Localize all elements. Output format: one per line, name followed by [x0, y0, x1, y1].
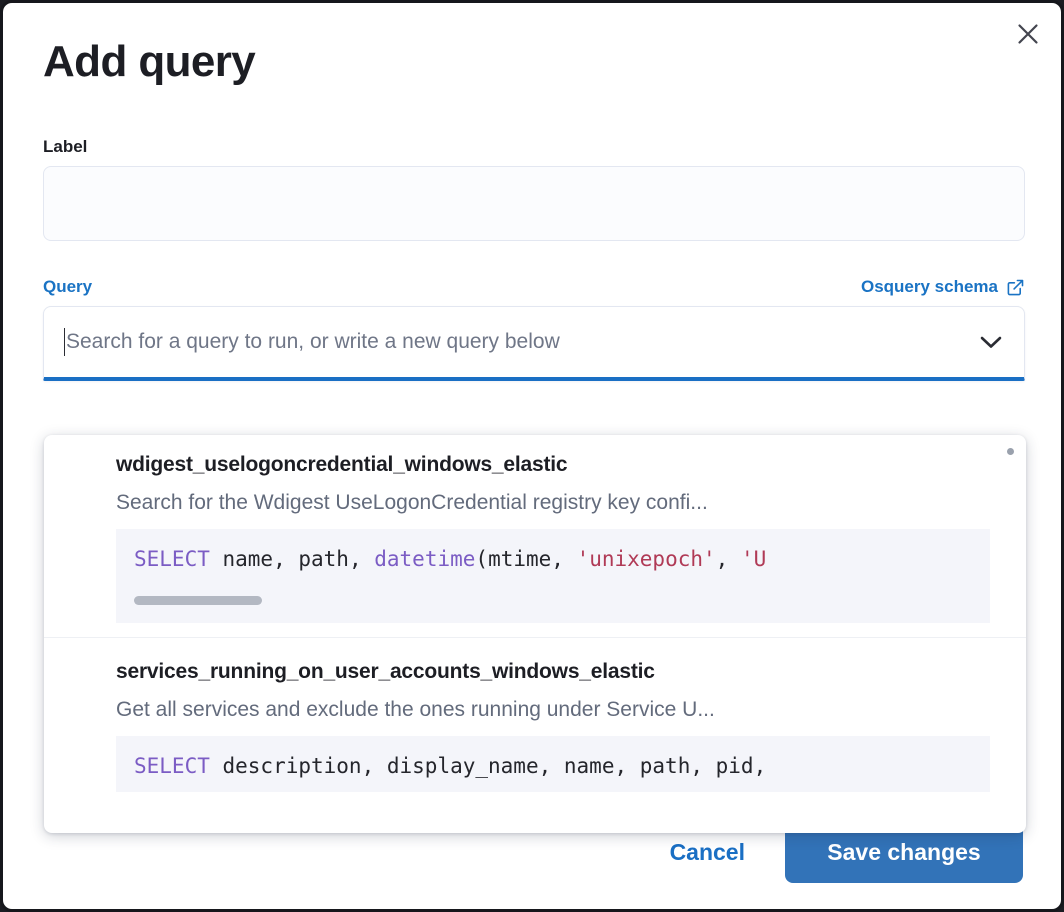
suggestion-description: Search for the Wdigest UseLogonCredentia… — [116, 491, 708, 514]
close-icon-glyph — [1018, 24, 1038, 44]
chevron-down-icon[interactable] — [976, 333, 1006, 352]
text-caret — [64, 328, 65, 357]
query-combobox-placeholder: Search for a query to run, or write a ne… — [66, 330, 560, 354]
osquery-schema-link-label: Osquery schema — [860, 277, 998, 297]
page-title: Add query — [43, 37, 256, 86]
close-icon[interactable] — [1011, 17, 1045, 51]
suggestion-title: wdigest_uselogoncredential_windows_elast… — [116, 453, 568, 476]
chevron-down-icon-glyph — [980, 336, 1002, 348]
suggestion-title: services_running_on_user_accounts_window… — [116, 660, 655, 683]
osquery-schema-link[interactable]: Osquery schema — [861, 277, 1025, 297]
dropdown-scrollbar[interactable] — [1007, 448, 1014, 455]
suggestion-code-block: SELECT description, display_name, name, … — [116, 736, 990, 792]
cancel-button[interactable]: Cancel — [664, 829, 751, 876]
suggestion-code: SELECT description, display_name, name, … — [134, 754, 767, 778]
query-field-label: Query — [43, 277, 93, 297]
external-link-icon — [1007, 279, 1024, 296]
code-scrollbar[interactable] — [134, 596, 262, 605]
suggestion-code-block: SELECT name, path, datetime(mtime, 'unix… — [116, 529, 990, 623]
label-field-label: Label — [43, 137, 88, 157]
list-item[interactable]: wdigest_uselogoncredential_windows_elast… — [44, 435, 1026, 623]
suggestion-code: SELECT name, path, datetime(mtime, 'unix… — [134, 547, 767, 571]
list-item[interactable]: services_running_on_user_accounts_window… — [44, 637, 1026, 792]
query-combobox[interactable]: Search for a query to run, or write a ne… — [43, 306, 1025, 382]
query-suggestions-dropdown[interactable]: wdigest_uselogoncredential_windows_elast… — [44, 435, 1026, 833]
modal-body: Add query Label Query Osquery schema Sea… — [3, 3, 1061, 382]
suggestion-description: Get all services and exclude the ones ru… — [116, 698, 715, 721]
query-row: Query Osquery schema — [43, 277, 1025, 297]
label-input[interactable] — [43, 166, 1025, 242]
